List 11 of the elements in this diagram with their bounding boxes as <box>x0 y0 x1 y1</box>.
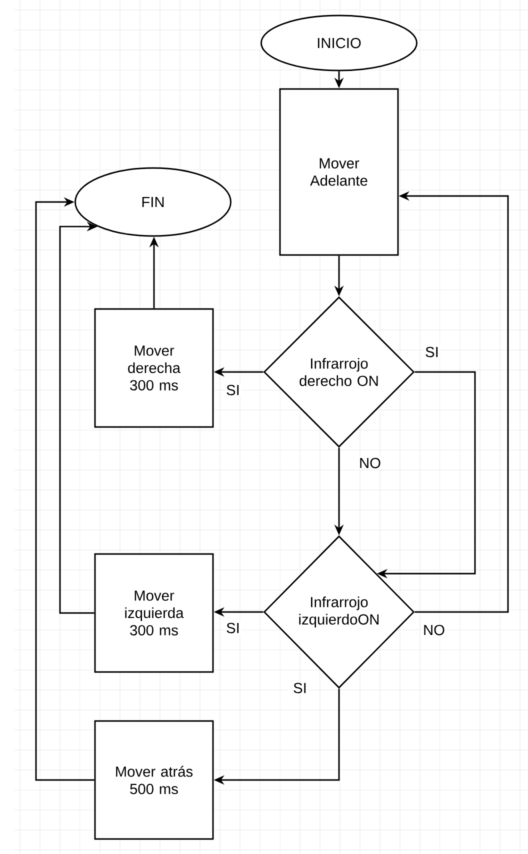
edge-label: SI <box>224 621 242 635</box>
edge-label: SI <box>224 383 242 397</box>
process-box: Mover atrás 500 ms <box>94 720 214 840</box>
edge-label: SI <box>424 345 440 359</box>
edge-label: SI <box>292 681 308 695</box>
arrow <box>35 197 94 781</box>
edge-label: NO <box>358 456 382 470</box>
edge-label: NO <box>422 623 446 637</box>
process-box: Mover derecha 300 ms <box>94 308 214 428</box>
process-box: Mover izquierda 300 ms <box>94 553 214 673</box>
process-box: Mover Adelante <box>279 88 399 256</box>
